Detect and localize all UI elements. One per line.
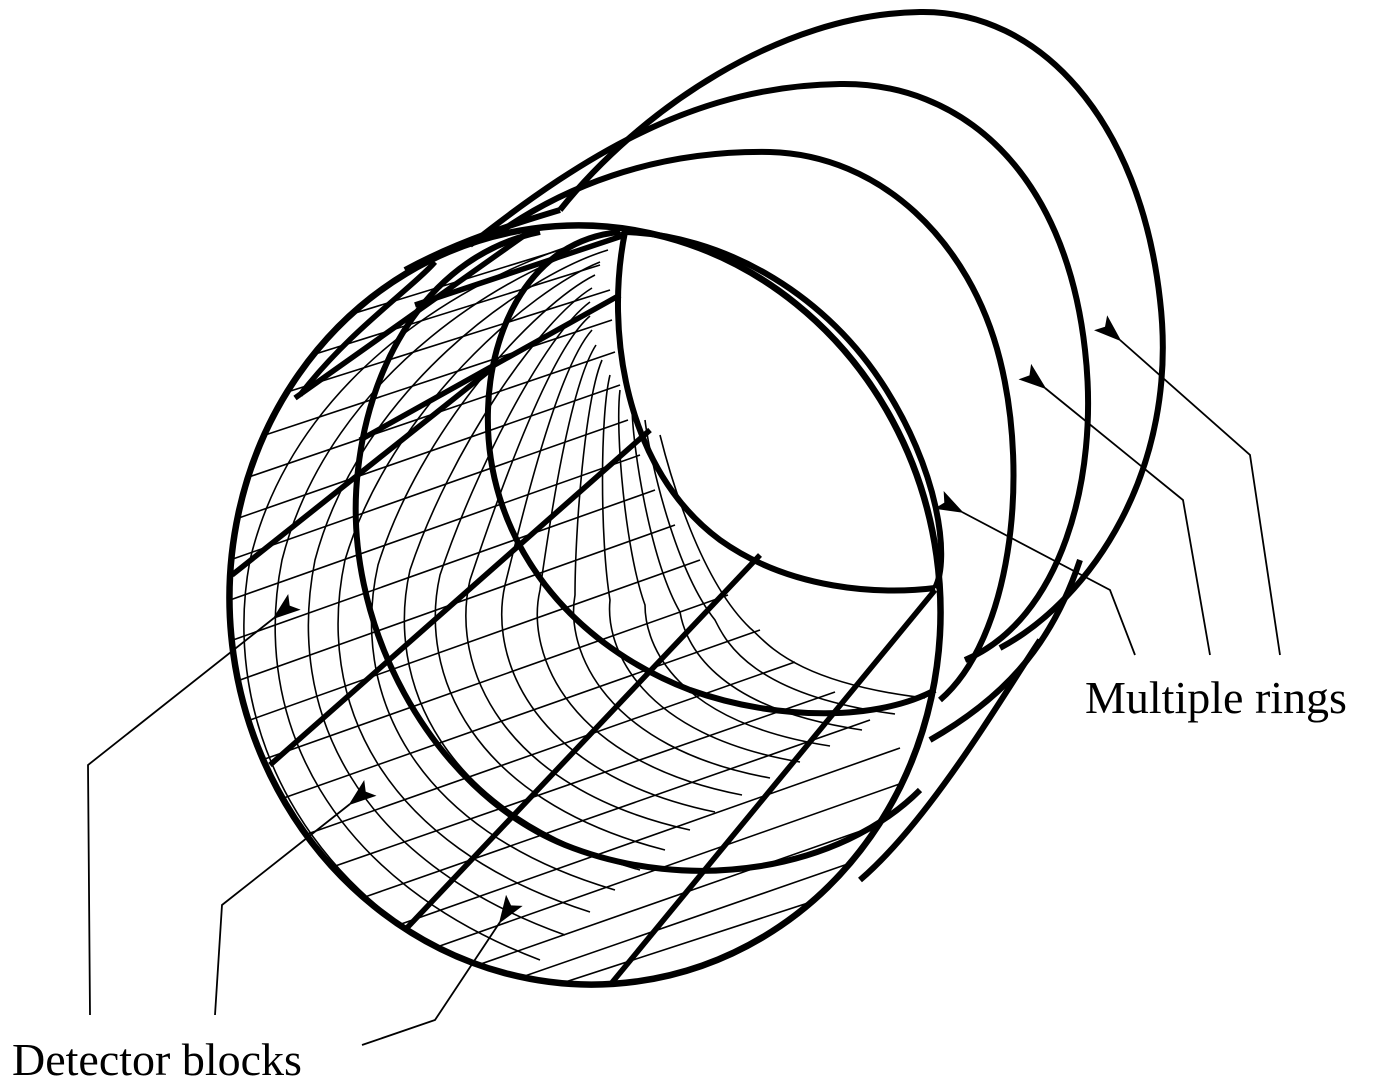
leader-ring-1 (934, 491, 1136, 656)
detector-blocks-label: Detector blocks (12, 1034, 302, 1084)
bore-opening (615, 229, 945, 594)
leader-block-2 (214, 780, 377, 1016)
multiple-rings-label: Multiple rings (1085, 672, 1347, 723)
multiple-rings-leaders (934, 315, 1281, 656)
back-ring-1 (498, 148, 1017, 703)
front-ring (226, 222, 944, 988)
cylinder-silhouette (403, 207, 1083, 883)
grid-ring-arcs (243, 231, 926, 986)
inner-ring-boundary-2 (484, 229, 937, 717)
leader-block-1 (87, 594, 301, 1016)
inner-ring-boundaries (352, 229, 937, 874)
detector-block-boundaries (230, 232, 938, 987)
back-ring-3 (557, 8, 1166, 651)
detector-blocks-leaders (87, 594, 523, 1046)
inner-ring-boundary-1 (352, 229, 923, 874)
leader-block-3 (361, 894, 523, 1046)
leader-ring-2 (1018, 363, 1211, 656)
back-ring-2 (468, 80, 1092, 663)
leader-ring-3 (1093, 315, 1281, 656)
